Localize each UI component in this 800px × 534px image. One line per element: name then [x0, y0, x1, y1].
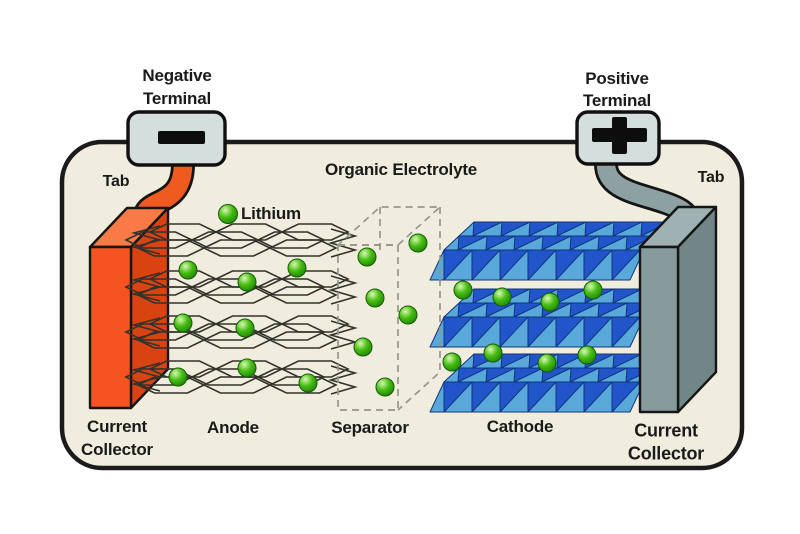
tab-label-right: Tab — [697, 169, 725, 186]
cathode-label: Cathode — [486, 417, 554, 436]
tab-label-left: Tab — [102, 173, 130, 190]
organic-electrolyte-label: Organic Electrolyte — [324, 160, 478, 179]
current-collector-right-label-line2: Collector — [627, 443, 705, 464]
positive-terminal-label-line2: Terminal — [583, 91, 651, 110]
separator-label: Separator — [331, 418, 409, 437]
current-collector-left-label-line1: Current — [87, 417, 147, 436]
lithium-legend-label: Lithium — [241, 204, 301, 223]
negative-terminal-label-line2: Terminal — [143, 89, 211, 108]
current-collector-right-label-line1: Current — [634, 420, 698, 441]
anode-label: Anode — [207, 418, 259, 437]
positive-terminal-label-line1: Positive — [585, 69, 649, 88]
negative-terminal-label-line1: Negative — [142, 66, 212, 85]
current-collector-left-label-line2: Collector — [81, 440, 153, 459]
